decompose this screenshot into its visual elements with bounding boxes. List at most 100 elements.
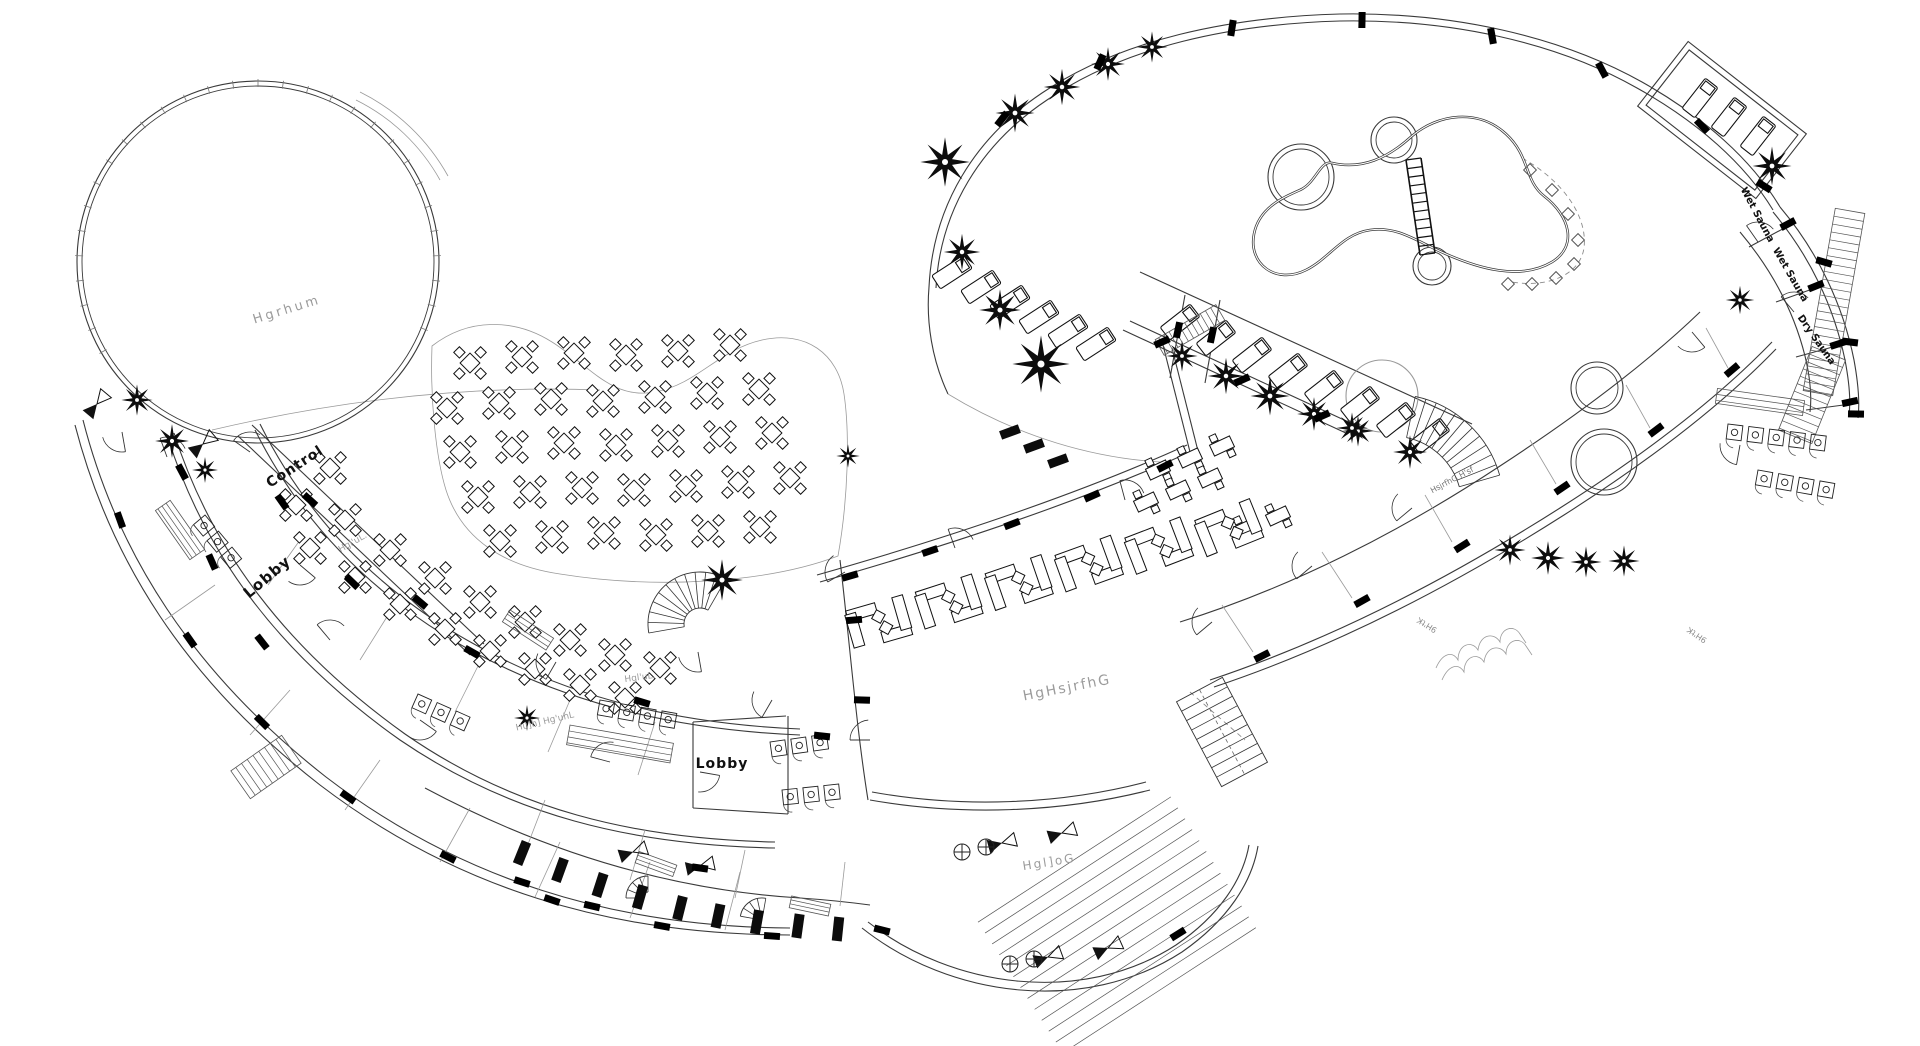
chair <box>563 668 576 681</box>
wall <box>1179 311 1701 623</box>
equipment <box>831 916 845 942</box>
chair <box>574 644 587 657</box>
partition-wall <box>724 871 741 931</box>
chair <box>504 524 517 537</box>
palm-tree <box>1570 546 1602 578</box>
chair <box>764 510 777 523</box>
chair <box>404 587 417 600</box>
equipment <box>512 840 532 866</box>
door-swing <box>102 437 126 453</box>
glazing-tick <box>121 139 129 146</box>
wc-stall <box>1796 476 1815 496</box>
equipment-bench <box>1047 453 1069 469</box>
glazing-tick <box>75 279 85 282</box>
circle-room <box>1570 428 1638 496</box>
sun-lounger <box>1740 116 1776 156</box>
wall-tick <box>994 110 1010 128</box>
chair <box>338 581 351 594</box>
chair <box>620 428 633 441</box>
chair <box>461 501 474 514</box>
circle-wall <box>1272 148 1330 206</box>
stall-door <box>430 716 436 728</box>
circle-wall <box>1267 143 1335 211</box>
wall <box>173 432 776 843</box>
palm-trunk <box>846 454 850 458</box>
dining-table <box>418 561 452 595</box>
table-top <box>675 475 697 497</box>
wall-ticks <box>113 511 127 529</box>
chair <box>314 552 327 565</box>
palm-trunk <box>1059 84 1065 90</box>
pool-marker <box>1566 256 1582 272</box>
chair <box>703 420 716 433</box>
wall-tick <box>1003 517 1021 531</box>
equipment-bench <box>512 840 532 866</box>
column-marker <box>953 843 971 861</box>
wall-tick <box>253 713 271 731</box>
pool-marker <box>1548 270 1564 286</box>
sun-lounger <box>1376 402 1416 438</box>
chair <box>587 516 600 529</box>
door <box>1677 331 1706 353</box>
chair <box>568 426 581 439</box>
hatch-line <box>1184 322 1194 339</box>
wall-ticks <box>1253 649 1271 663</box>
chair <box>547 447 560 460</box>
wall-tick <box>1647 422 1665 438</box>
wc-stall <box>430 701 452 723</box>
chair <box>494 655 507 668</box>
wc-stall <box>1754 469 1774 488</box>
chair <box>314 531 327 544</box>
chair <box>484 606 497 619</box>
table-top <box>667 340 689 362</box>
lounger-frame <box>1410 418 1450 454</box>
chair <box>743 531 756 544</box>
chair <box>1196 465 1207 476</box>
dining-table <box>293 531 327 565</box>
dining-table <box>587 516 621 550</box>
door-leaf <box>545 661 557 680</box>
palm-trunk <box>1545 555 1551 561</box>
dining-table <box>563 668 597 702</box>
chair <box>464 435 477 448</box>
door-leaf <box>1780 296 1795 313</box>
table-top <box>519 481 541 503</box>
wall <box>692 807 789 815</box>
toilet <box>1801 482 1810 490</box>
chair <box>430 412 443 425</box>
door-leaf <box>299 564 316 579</box>
hatch-line <box>264 747 285 776</box>
dining-table <box>518 652 552 686</box>
cafe-table <box>1208 433 1237 459</box>
stair-tread <box>658 592 688 615</box>
door-leaf <box>697 651 702 672</box>
stall-door <box>1754 484 1762 495</box>
glazing-tick <box>83 205 92 209</box>
dining-table <box>461 480 495 514</box>
chair <box>482 480 495 493</box>
glazing-tick <box>431 279 441 282</box>
hatch-line <box>1062 927 1257 1046</box>
table-top <box>697 520 719 542</box>
sun-lounger <box>1340 386 1380 422</box>
palm-tree <box>1725 285 1755 315</box>
dining-table <box>638 380 672 414</box>
wall-tick <box>1353 594 1371 608</box>
chair <box>1132 489 1143 500</box>
stair-tread <box>1419 402 1437 442</box>
door-swing <box>1719 443 1737 466</box>
wall-ticks <box>845 615 863 625</box>
chair <box>482 386 495 399</box>
door <box>535 653 557 680</box>
sun-lounger <box>1268 353 1308 389</box>
partition-wall <box>637 721 656 776</box>
wc-stall <box>219 546 243 569</box>
hatch-line <box>1821 286 1852 293</box>
chair <box>763 372 776 385</box>
chair <box>794 482 807 495</box>
chair <box>373 554 386 567</box>
chair <box>428 612 441 625</box>
palm-tree <box>979 289 1021 331</box>
wc-stall <box>1746 426 1765 444</box>
chair <box>755 416 768 429</box>
